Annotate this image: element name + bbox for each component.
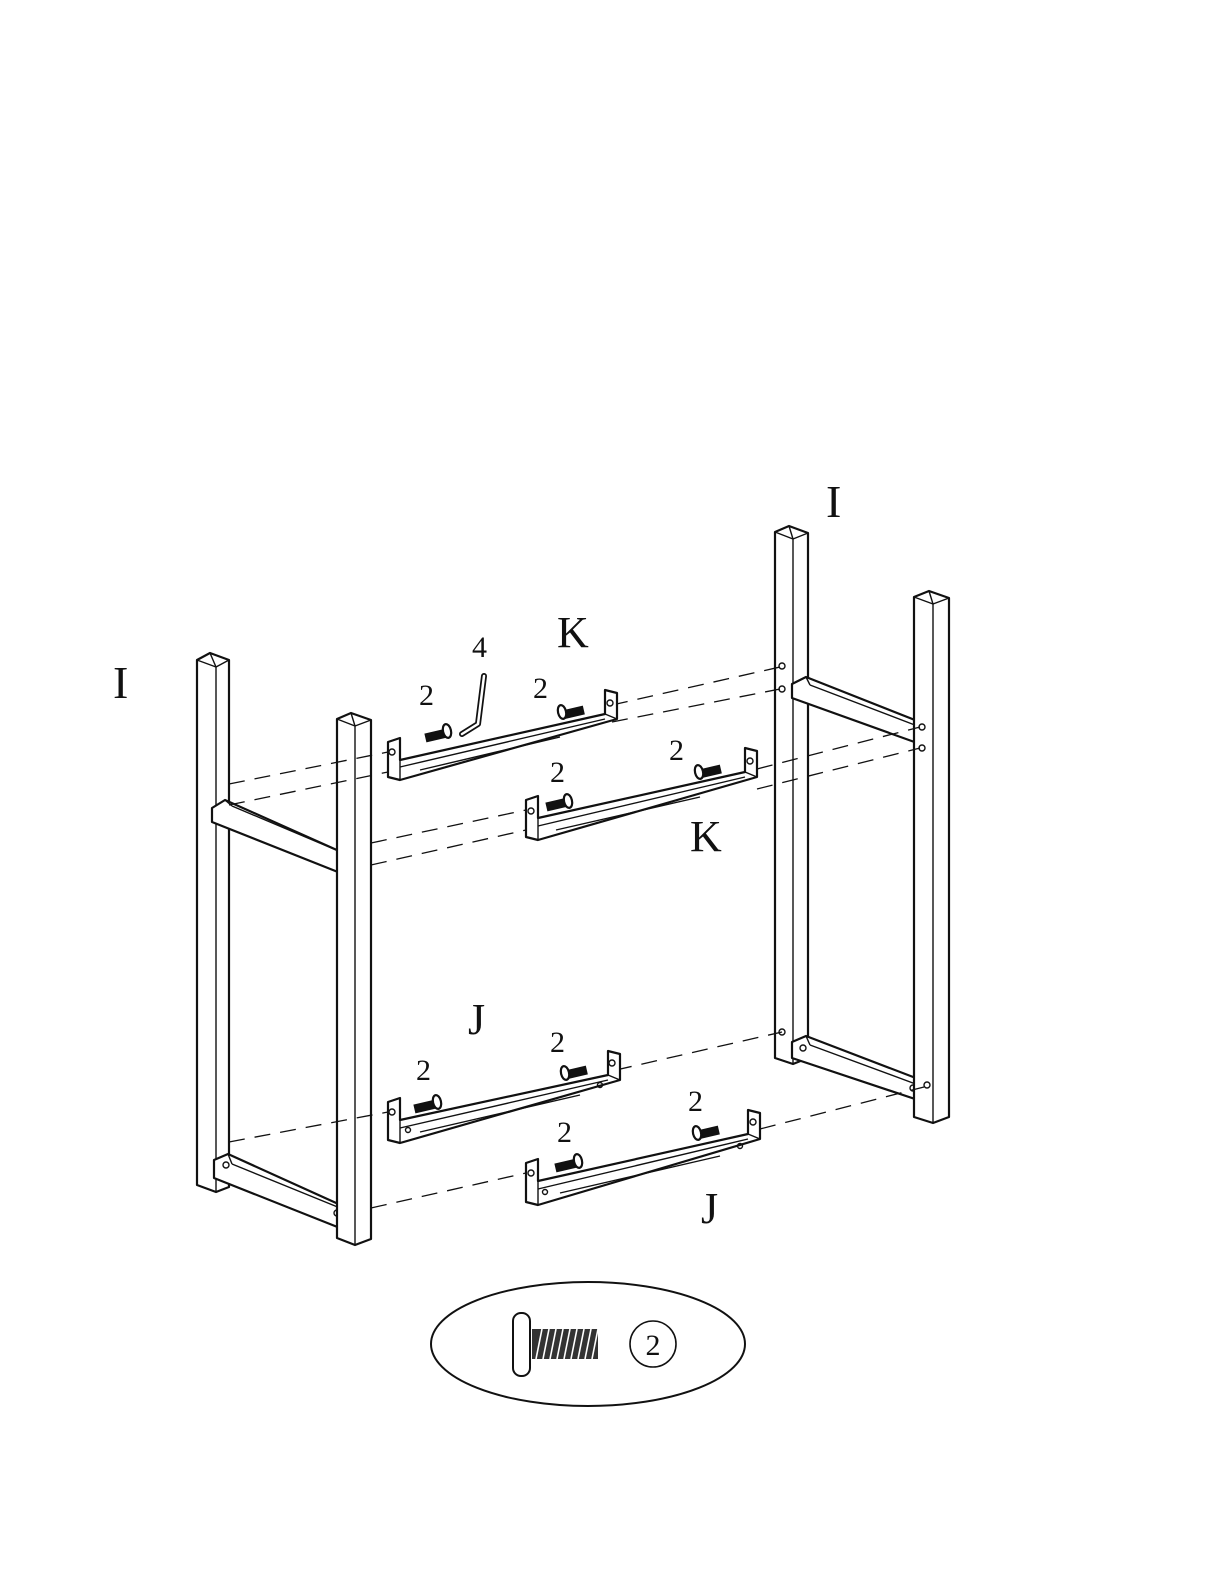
rail-j-upper-label: J	[468, 995, 485, 1044]
bolt-icon	[545, 793, 573, 811]
leg-right-label: I	[826, 476, 841, 527]
rail-k-upper-label: K	[557, 608, 589, 657]
qty-label: 2	[669, 734, 684, 767]
qty-label: 2	[688, 1085, 703, 1118]
bolt-icon	[413, 1094, 442, 1113]
leg-left-label: I	[113, 657, 128, 708]
bolt-icon	[560, 1065, 588, 1080]
rail-k-lower-label: K	[690, 812, 722, 861]
hex-wrench-icon	[462, 676, 484, 734]
bolt-icon	[424, 723, 452, 742]
qty-label: 2	[419, 679, 434, 712]
qty-label: 2	[533, 672, 548, 705]
hardware-callout: 2	[431, 1282, 745, 1406]
bolt-callout-number: 2	[646, 1329, 661, 1362]
bolt-icon	[692, 1125, 720, 1140]
bolt-icon	[554, 1153, 583, 1172]
qty-label: 2	[416, 1054, 431, 1087]
qty-label: 2	[557, 1116, 572, 1149]
bolt-icon	[557, 704, 585, 719]
right-leg-frame	[775, 526, 949, 1123]
alignment-lines	[229, 667, 924, 1208]
rail-j-lower-label: J	[701, 1184, 718, 1233]
qty-label: 2	[550, 1026, 565, 1059]
left-leg-frame	[197, 653, 371, 1245]
qty-label: 2	[550, 756, 565, 789]
wrench-qty-label: 4	[472, 631, 487, 664]
